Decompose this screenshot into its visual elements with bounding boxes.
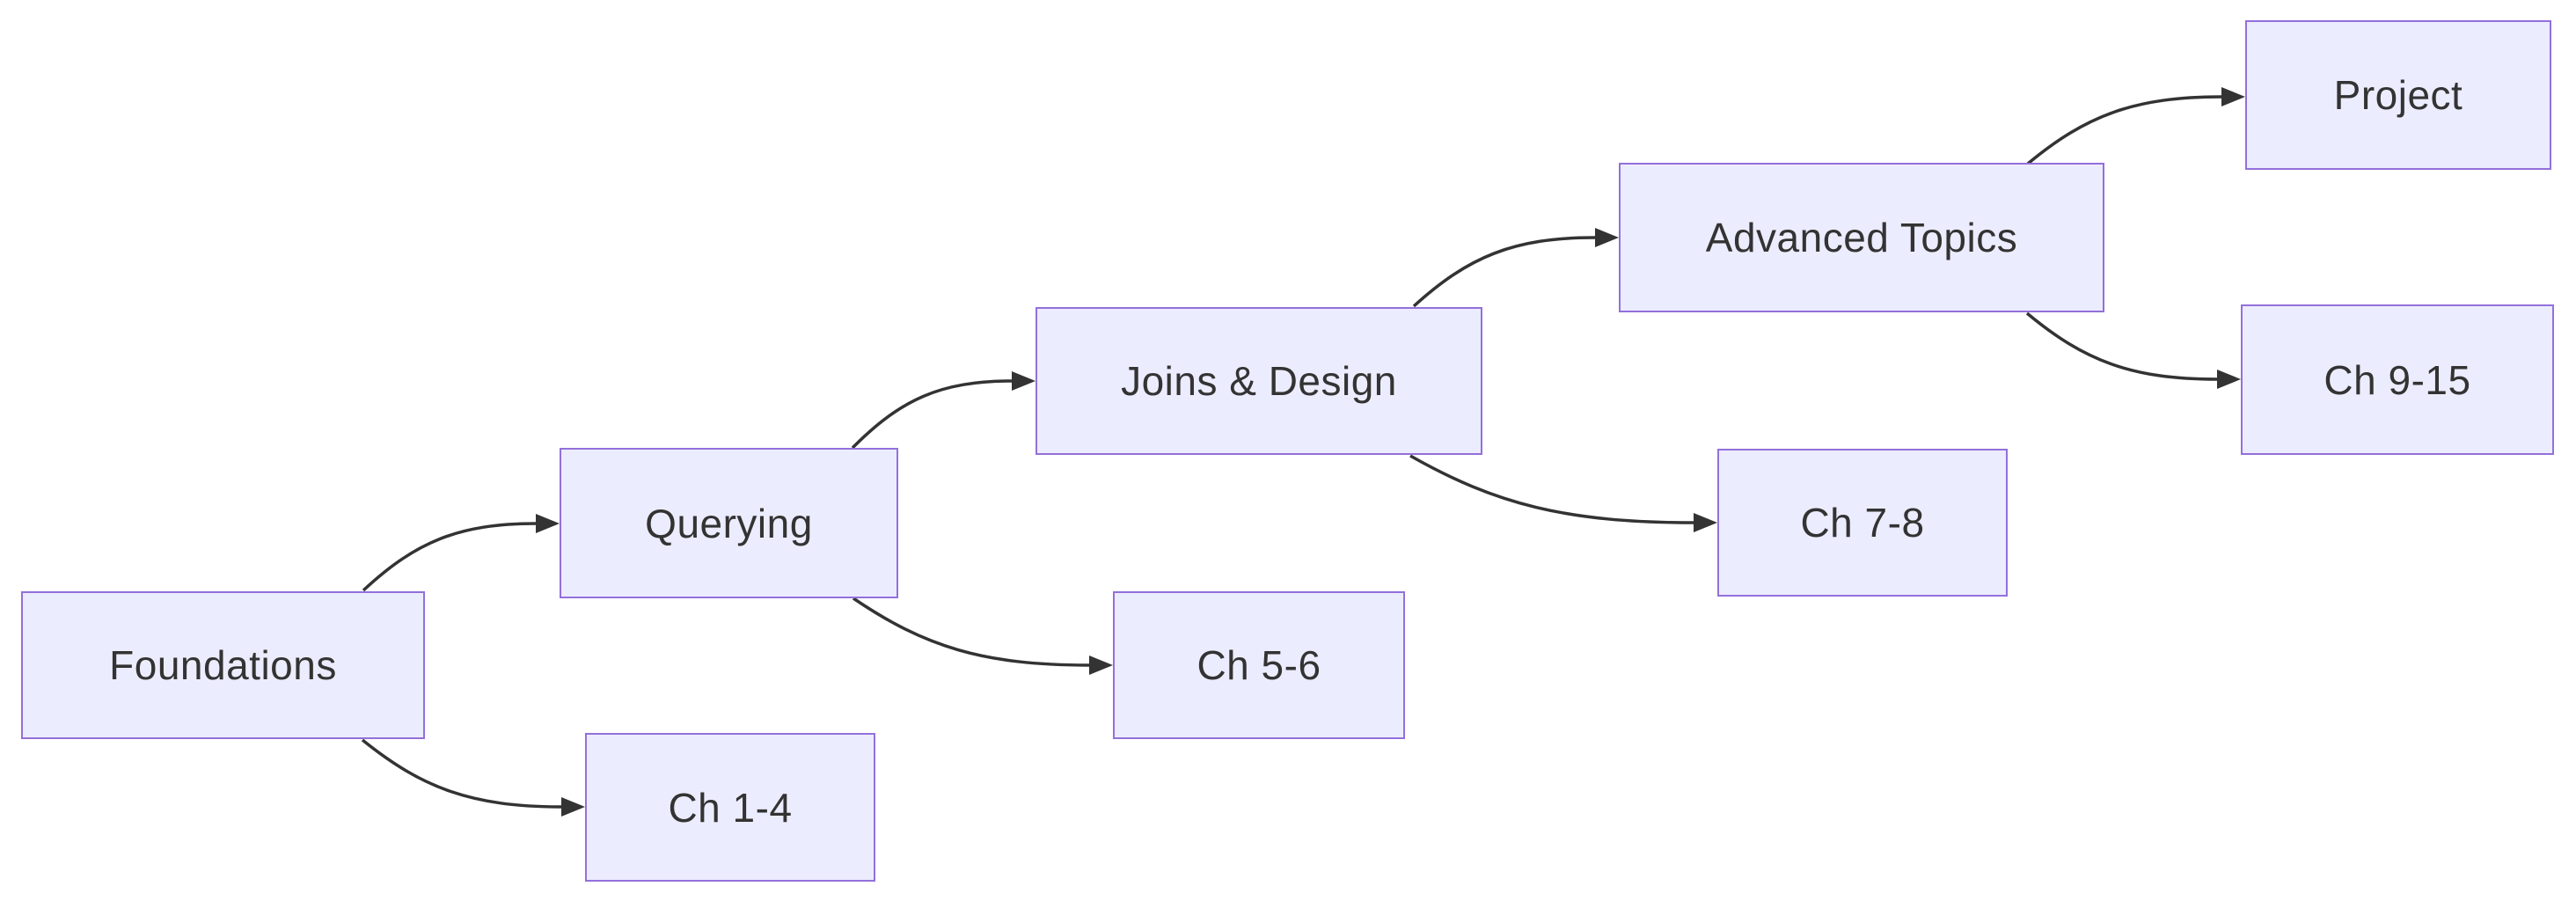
node-ch9-15: Ch 9-15 (2241, 304, 2554, 455)
node-ch5-6: Ch 5-6 (1113, 591, 1405, 739)
node-label-ch1-4: Ch 1-4 (668, 784, 793, 831)
node-label-ch7-8: Ch 7-8 (1800, 500, 1925, 546)
node-label-advanced: Advanced Topics (1705, 215, 2018, 260)
node-label-ch9-15: Ch 9-15 (2324, 356, 2471, 403)
edge-advanced-to-project (2026, 87, 2245, 165)
node-joins-design: Joins & Design (1036, 307, 1482, 455)
node-advanced: Advanced Topics (1619, 163, 2104, 312)
edge-querying-to-joins-design (851, 371, 1036, 450)
node-ch7-8: Ch 7-8 (1717, 449, 2008, 597)
edge-foundations-to-ch1-4 (361, 738, 585, 817)
node-label-foundations: Foundations (109, 642, 337, 688)
node-foundations: Foundations (21, 591, 425, 739)
edge-querying-to-ch5-6 (853, 597, 1113, 675)
node-label-querying: Querying (645, 500, 813, 546)
node-label-joins-design: Joins & Design (1121, 358, 1397, 404)
edge-advanced-to-ch9-15 (2025, 311, 2241, 389)
node-project: Project (2245, 20, 2551, 170)
node-label-ch5-6: Ch 5-6 (1197, 642, 1321, 688)
node-ch1-4: Ch 1-4 (585, 733, 875, 882)
edge-foundations-to-querying (362, 514, 560, 592)
edge-joins-design-to-ch7-8 (1409, 454, 1717, 532)
node-querying: Querying (560, 448, 898, 598)
edge-joins-design-to-advanced (1412, 228, 1619, 308)
node-label-project: Project (2333, 72, 2463, 118)
